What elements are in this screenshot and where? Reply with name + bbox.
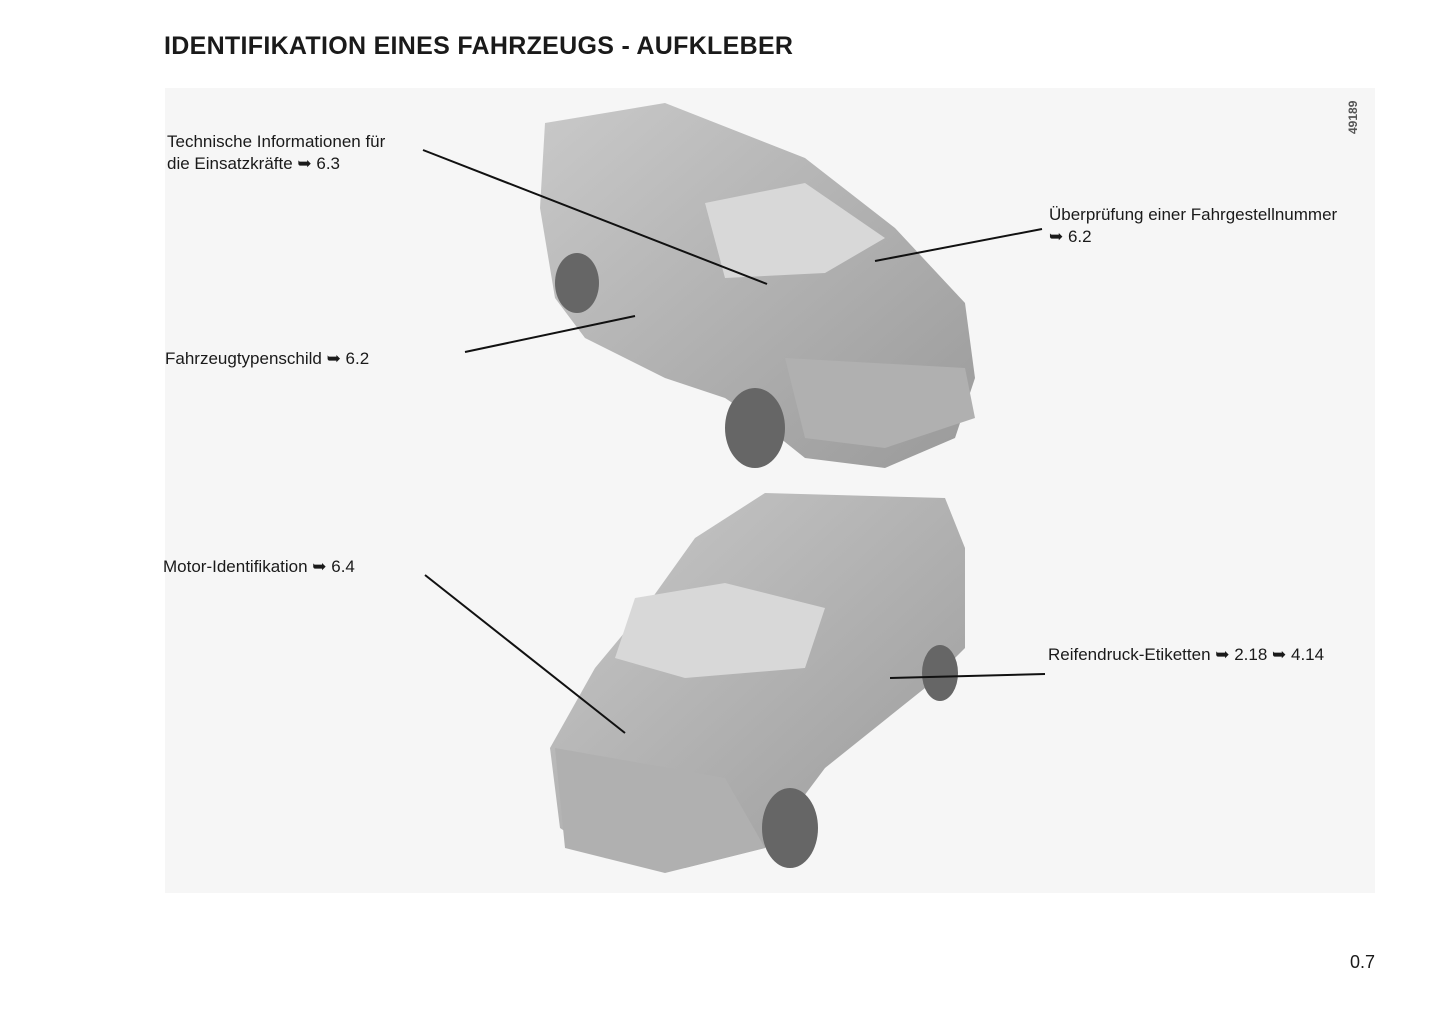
label-type-plate: Fahrzeugtypenschild ➥ 6.2 xyxy=(165,349,370,368)
label-tyre-pressure: Reifendruck-Etiketten ➥ 2.18 ➥ 4.14 xyxy=(1048,645,1325,664)
page-title: IDENTIFIKATION EINES FAHRZEUGS - AUFKLEB… xyxy=(164,32,794,60)
leader-line-type-plate xyxy=(464,315,636,353)
van-rear-three-quarter-view xyxy=(540,103,975,468)
vehicle-illustration xyxy=(165,88,1375,893)
label-vin-check-line2: ➥ 6.2 xyxy=(1049,227,1092,246)
label-tech-info-line2: die Einsatzkräfte ➥ 6.3 xyxy=(167,154,340,173)
leader-line-engine-id xyxy=(424,574,626,734)
label-engine-id: Motor-Identifikation ➥ 6.4 xyxy=(163,557,355,576)
label-tech-info: Technische Informationen für die Einsatz… xyxy=(167,131,385,175)
page-number: 0.7 xyxy=(1350,952,1376,972)
label-vin-check: Überprüfung einer Fahrgestellnummer ➥ 6.… xyxy=(1049,204,1337,248)
figure-id: 49189 xyxy=(1346,100,1360,134)
label-tech-info-line1: Technische Informationen für xyxy=(167,132,386,151)
van-front-three-quarter-view xyxy=(550,493,965,873)
leader-line-tyre-pressure xyxy=(889,673,1046,679)
leader-line-vin-check xyxy=(874,228,1043,262)
leader-line-tech-info xyxy=(422,149,768,285)
label-vin-check-line1: Überprüfung einer Fahrgestellnummer xyxy=(1049,205,1338,224)
